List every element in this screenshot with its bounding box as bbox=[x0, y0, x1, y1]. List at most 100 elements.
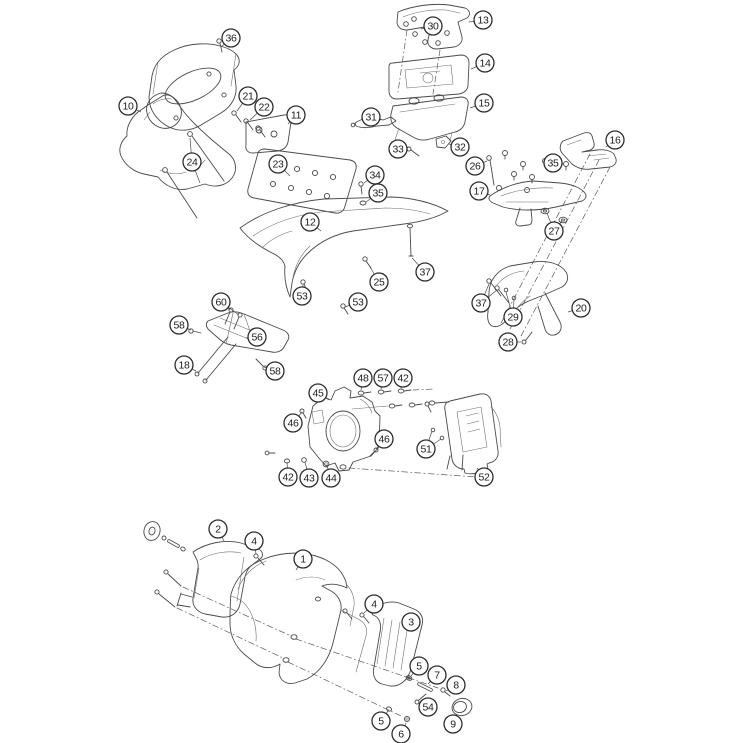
callout-32: 32 bbox=[448, 137, 470, 157]
svg-text:58: 58 bbox=[173, 320, 185, 332]
callout-25: 25 bbox=[366, 261, 389, 292]
svg-text:2: 2 bbox=[215, 524, 221, 536]
callout-46: 46 bbox=[283, 411, 303, 433]
svg-text:43: 43 bbox=[303, 473, 315, 485]
svg-text:14: 14 bbox=[479, 58, 491, 70]
callout-4: 4 bbox=[363, 594, 384, 614]
callout-53: 53 bbox=[344, 292, 368, 312]
callout-46: 46 bbox=[374, 429, 394, 450]
callout-16: 16 bbox=[605, 130, 625, 150]
callout-26: 26 bbox=[465, 156, 488, 176]
callout-42: 42 bbox=[278, 461, 298, 487]
svg-text:35: 35 bbox=[547, 158, 559, 170]
svg-text:27: 27 bbox=[548, 226, 560, 238]
callout-48: 48 bbox=[353, 368, 373, 391]
callout-54: 54 bbox=[418, 697, 438, 717]
svg-text:58: 58 bbox=[269, 366, 281, 378]
callout-60: 60 bbox=[211, 292, 240, 316]
svg-text:33: 33 bbox=[392, 144, 404, 156]
callout-1: 1 bbox=[293, 549, 313, 571]
callout-36: 36 bbox=[220, 28, 241, 48]
callout-37: 37 bbox=[411, 257, 435, 282]
svg-text:45: 45 bbox=[312, 388, 324, 400]
callout-45: 45 bbox=[308, 383, 330, 403]
callout-42: 42 bbox=[393, 368, 413, 389]
assembly-rear-carrier bbox=[486, 132, 617, 345]
svg-text:6: 6 bbox=[398, 729, 404, 741]
svg-text:9: 9 bbox=[450, 719, 456, 731]
callout-31: 31 bbox=[361, 107, 382, 127]
svg-text:18: 18 bbox=[178, 360, 190, 372]
svg-text:31: 31 bbox=[365, 112, 377, 124]
svg-text:5: 5 bbox=[378, 716, 384, 728]
callout-44: 44 bbox=[321, 465, 341, 488]
callout-2: 2 bbox=[208, 519, 228, 542]
svg-text:15: 15 bbox=[478, 98, 490, 110]
callout-14: 14 bbox=[470, 53, 495, 73]
callout-13: 13 bbox=[468, 10, 493, 30]
callout-12: 12 bbox=[300, 212, 322, 232]
svg-text:16: 16 bbox=[609, 135, 621, 147]
svg-text:53: 53 bbox=[296, 291, 308, 303]
callout-29: 29 bbox=[503, 291, 523, 327]
svg-text:46: 46 bbox=[378, 434, 390, 446]
svg-text:35: 35 bbox=[372, 188, 384, 200]
callout-7: 7 bbox=[427, 665, 447, 685]
callout-58: 58 bbox=[169, 315, 192, 335]
svg-text:52: 52 bbox=[478, 472, 490, 484]
callout-34: 34 bbox=[363, 165, 385, 185]
callout-5: 5 bbox=[371, 710, 391, 731]
svg-text:30: 30 bbox=[427, 21, 439, 33]
svg-text:57: 57 bbox=[377, 373, 389, 385]
svg-text:42: 42 bbox=[282, 472, 294, 484]
svg-text:3: 3 bbox=[408, 617, 414, 629]
callout-27: 27 bbox=[544, 212, 564, 241]
svg-text:7: 7 bbox=[434, 670, 440, 682]
callout-21: 21 bbox=[236, 86, 258, 112]
callout-33: 33 bbox=[388, 139, 409, 159]
svg-text:46: 46 bbox=[287, 418, 299, 430]
callout-51: 51 bbox=[416, 430, 442, 459]
svg-text:60: 60 bbox=[215, 297, 227, 309]
callout-10: 10 bbox=[118, 96, 142, 116]
svg-text:42: 42 bbox=[397, 373, 409, 385]
svg-text:26: 26 bbox=[469, 161, 481, 173]
callout-8: 8 bbox=[445, 675, 466, 695]
callout-22: 22 bbox=[249, 97, 274, 121]
callout-3: 3 bbox=[401, 612, 421, 633]
callout-35: 35 bbox=[543, 153, 565, 173]
callout-15: 15 bbox=[469, 93, 494, 113]
svg-text:17: 17 bbox=[473, 186, 485, 198]
callout-37: 37 bbox=[471, 283, 498, 313]
svg-text:11: 11 bbox=[291, 110, 302, 122]
callout-17: 17 bbox=[469, 181, 491, 201]
svg-text:12: 12 bbox=[304, 217, 316, 229]
svg-text:23: 23 bbox=[272, 159, 284, 171]
callout-56: 56 bbox=[245, 327, 267, 347]
callout-28: 28 bbox=[498, 332, 521, 352]
svg-text:20: 20 bbox=[575, 303, 587, 315]
callout-4: 4 bbox=[244, 531, 264, 555]
svg-text:1: 1 bbox=[300, 554, 306, 566]
svg-text:8: 8 bbox=[453, 680, 459, 692]
svg-text:5: 5 bbox=[416, 661, 422, 673]
svg-text:36: 36 bbox=[225, 33, 237, 45]
svg-text:4: 4 bbox=[251, 536, 257, 548]
svg-text:56: 56 bbox=[251, 332, 263, 344]
assembly-headlight-mask bbox=[119, 38, 449, 315]
callout-24: 24 bbox=[182, 137, 202, 184]
svg-text:44: 44 bbox=[325, 473, 337, 485]
callout-11: 11 bbox=[286, 105, 306, 125]
callout-30: 30 bbox=[420, 16, 443, 36]
svg-text:22: 22 bbox=[258, 102, 270, 114]
callout-20: 20 bbox=[567, 298, 591, 318]
callout-23: 23 bbox=[268, 154, 291, 177]
artwork bbox=[119, 3, 617, 723]
svg-text:54: 54 bbox=[422, 702, 434, 714]
svg-text:4: 4 bbox=[371, 599, 377, 611]
assembly-bracket bbox=[188, 307, 290, 384]
svg-text:32: 32 bbox=[454, 142, 466, 154]
svg-text:29: 29 bbox=[507, 312, 519, 324]
callout-9: 9 bbox=[443, 713, 463, 734]
